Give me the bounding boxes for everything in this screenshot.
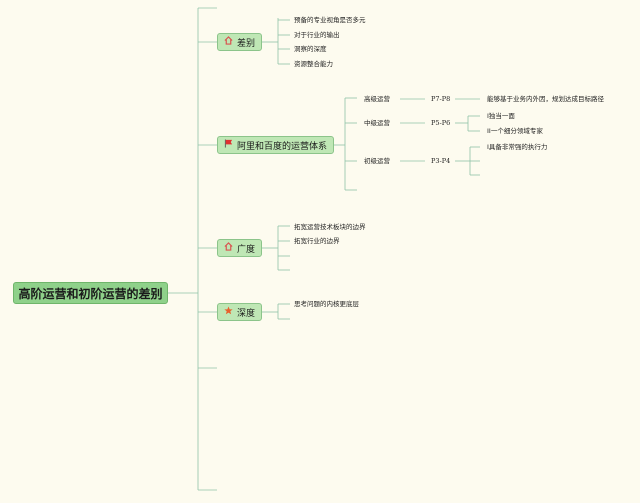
- leaf-item: 资源整合能力: [294, 60, 333, 68]
- level-item: II一个细分领域专家: [487, 127, 543, 135]
- level-item: I具备非常强的执行力: [487, 143, 548, 151]
- level-item: 能够基于业务内外因，规划达成目标路径: [487, 95, 604, 103]
- leaf-item: 思考问题的内核更底层: [294, 300, 359, 308]
- leaf-item: 拓宽行业的边界: [294, 237, 340, 245]
- branch-node-breadth[interactable]: 广度: [217, 239, 263, 257]
- level-code-junior: P3-P4: [431, 157, 451, 165]
- leaf-item: 拓宽运营技术板块的边界: [294, 223, 366, 231]
- level-code-senior: P7-P8: [431, 95, 451, 103]
- branch-node-difference[interactable]: 差别: [217, 33, 263, 51]
- level-label-junior: 初级运营: [364, 157, 390, 165]
- branch-label: 深度: [237, 308, 256, 319]
- branch-node-ali-baidu[interactable]: 阿里和百度的运营体系: [217, 136, 335, 154]
- level-code-mid: P5-P6: [431, 119, 451, 127]
- level-label-senior: 高级运营: [364, 95, 390, 103]
- star-icon: [224, 306, 233, 318]
- branch-label: 差别: [237, 38, 256, 49]
- branch-label: 阿里和百度的运营体系: [237, 141, 328, 152]
- house-icon: [224, 242, 233, 254]
- branch-node-depth[interactable]: 深度: [217, 303, 263, 321]
- leaf-item: 对于行业的输出: [294, 31, 340, 39]
- branch-label: 广度: [237, 244, 256, 255]
- leaf-item: 预备的专业视角是否多元: [294, 16, 366, 24]
- root-node[interactable]: 高阶运营和初阶运营的差别: [13, 282, 168, 304]
- house-icon: [224, 36, 233, 48]
- leaf-item: 洞察的深度: [294, 45, 327, 53]
- level-item: I独当一面: [487, 112, 515, 120]
- flag-icon: [224, 139, 233, 151]
- level-label-mid: 中级运营: [364, 119, 390, 127]
